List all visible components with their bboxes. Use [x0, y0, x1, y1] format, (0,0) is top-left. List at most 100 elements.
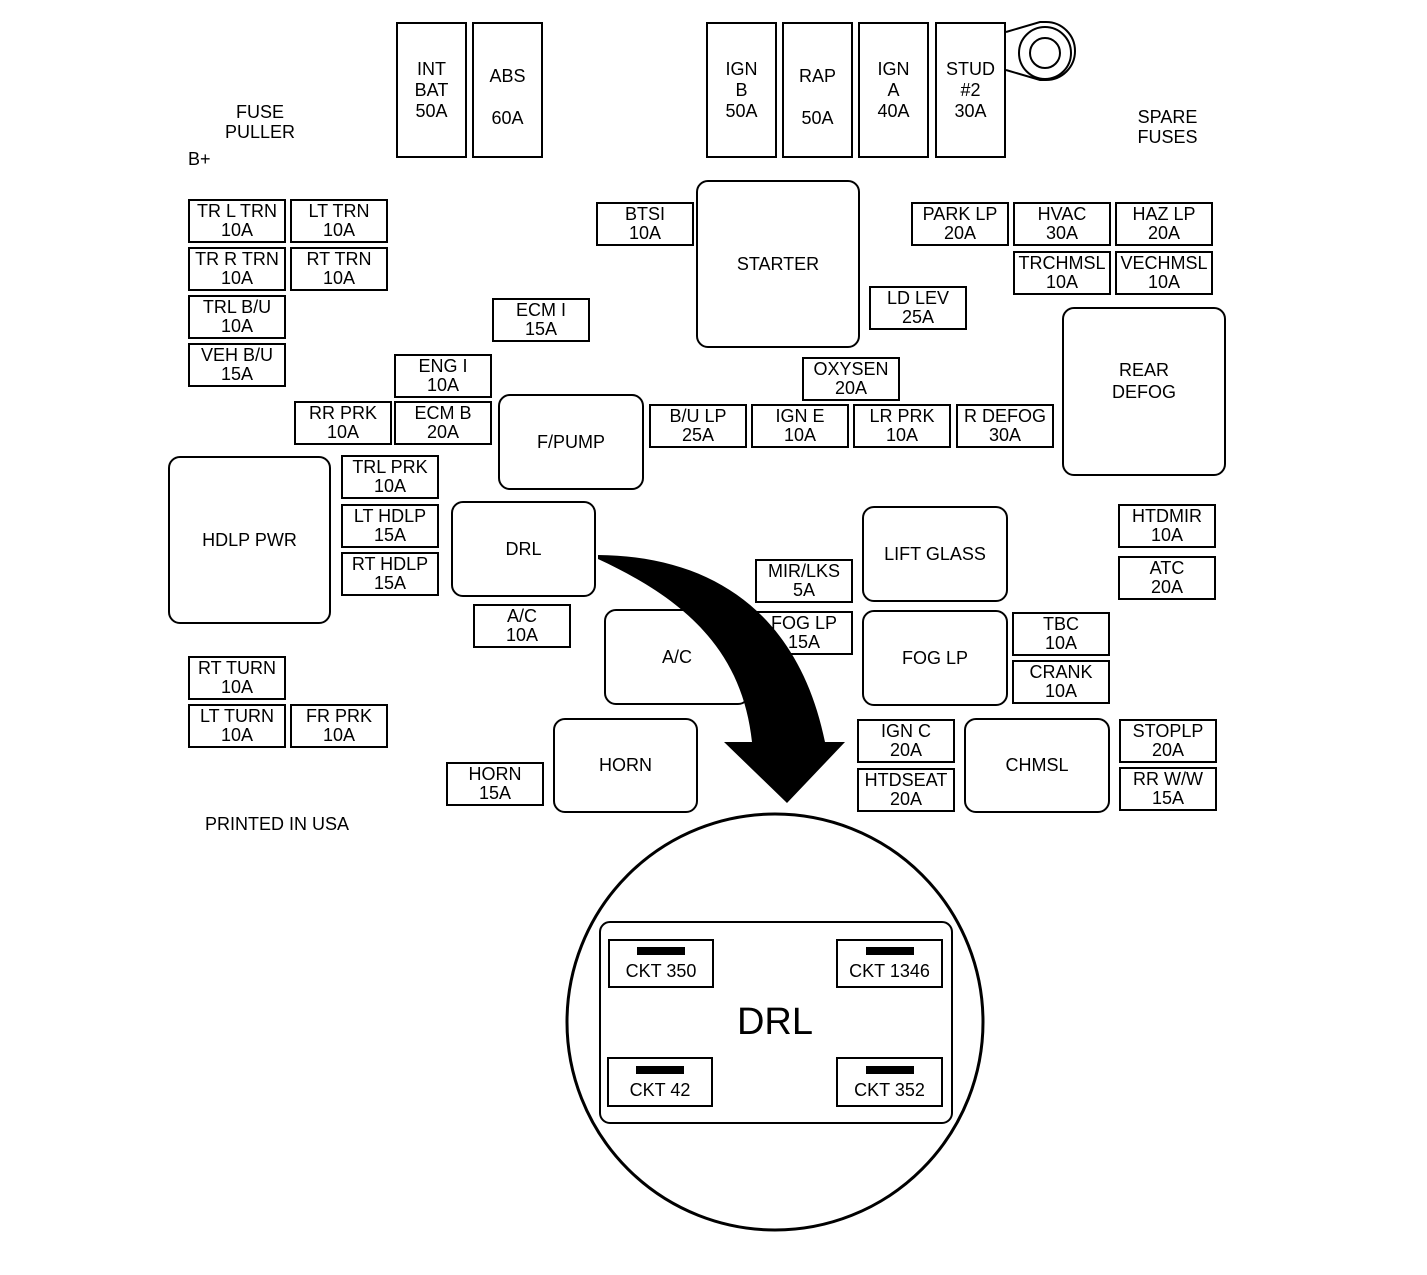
fuse-name: RT TRN	[306, 249, 372, 269]
fuse-rating: 10A	[628, 223, 662, 243]
fuse-name: R DEFOG	[963, 406, 1046, 426]
fuse-rating: 10A	[426, 375, 460, 395]
fuse-rating: 25A	[901, 307, 935, 327]
terminal-pin	[865, 947, 914, 955]
fuse-name: STOPLP	[1132, 721, 1204, 741]
fuse-name: INT BAT	[414, 58, 449, 100]
fuse-name: FR PRK	[305, 706, 372, 726]
relay-name: HDLP PWR	[202, 529, 297, 550]
maxi-fuse-ign-b: IGN B 50A	[706, 22, 777, 158]
fuse-name: MIR/LKS	[767, 561, 841, 581]
fuse-name: A/C	[506, 606, 537, 626]
fuse-name: VECHMSL	[1120, 253, 1208, 273]
relay-drl: DRL	[451, 501, 596, 597]
fuse-name: LR PRK	[869, 406, 935, 426]
fuse-rating: 10A	[220, 220, 254, 240]
terminal-pin	[637, 947, 685, 955]
fuse-name: CRANK	[1029, 662, 1093, 682]
fuse-rating: 50A	[801, 108, 834, 128]
fuse-name: IGN E	[775, 406, 825, 426]
fuse-rating: 10A	[1045, 272, 1079, 292]
fuse-name: IGN C	[880, 721, 931, 741]
maxi-fuse-stud-2: STUD #2 30A	[935, 22, 1006, 158]
b-plus-label: B+	[188, 149, 211, 169]
fuse-name: ATC	[1149, 558, 1185, 578]
fuse-rating: 30A	[988, 425, 1022, 445]
fuse-name: TBC	[1043, 614, 1079, 634]
fuse-name: LT HDLP	[353, 506, 427, 526]
maxi-fuse-ign-a: IGN A 40A	[858, 22, 929, 158]
fuse-name: OXYSEN	[813, 359, 889, 379]
relay-hdlp-pwr: HDLP PWR	[168, 456, 331, 624]
fuse-rating: 10A	[373, 476, 407, 496]
terminal-pin	[865, 1066, 914, 1074]
fuse-name: HVAC	[1037, 204, 1087, 224]
fuse-rating: 15A	[1151, 788, 1185, 808]
detail-relay-outline	[599, 921, 953, 1124]
fuse-name: TRL B/U	[202, 297, 272, 317]
relay-name: LIFT GLASS	[884, 543, 986, 564]
fuse-rating: 20A	[1150, 577, 1184, 597]
fuse-rating: 20A	[889, 789, 923, 809]
fuse-name: LT TURN	[199, 706, 274, 726]
fuse-rating: 20A	[1147, 223, 1181, 243]
fuse-rating: 20A	[1151, 740, 1185, 760]
fuse-rating: 10A	[220, 677, 254, 697]
fuse-name: VEH B/U	[200, 345, 274, 365]
relay-name: A/C	[661, 646, 692, 667]
relay-rear-defog: REAR DEFOG	[1062, 307, 1226, 476]
fuse-rating: 10A	[220, 725, 254, 745]
fuse-rating: 10A	[326, 422, 360, 442]
fuse-rating: 10A	[885, 425, 919, 445]
fuse-name: ECM I	[515, 300, 566, 320]
fuse-rating: 25A	[681, 425, 715, 445]
relay-name: HORN	[599, 755, 652, 775]
fuse-name: HTDMIR	[1132, 506, 1202, 526]
circuit-label: CKT 1346	[849, 961, 930, 981]
fuse-rating: 10A	[322, 220, 356, 240]
spare-fuses-label: SPARE FUSES	[1120, 107, 1215, 147]
circuit-label: CKT 352	[854, 1080, 925, 1100]
relay-fog-lp: FOG LP	[862, 610, 1008, 706]
fuse-rating: 10A	[783, 425, 817, 445]
relay-name: DRL	[505, 538, 542, 559]
fuse-name: IGN A	[877, 58, 910, 100]
relay-horn: HORN	[553, 718, 698, 813]
relay-name: CHMSL	[1005, 755, 1069, 775]
fuse-rating: 15A	[524, 319, 558, 339]
fuse-name: RR PRK	[308, 403, 377, 423]
fuse-name: PARK LP	[922, 204, 998, 224]
fuse-rating: 10A	[220, 268, 254, 288]
fuse-rating: 5A	[792, 580, 816, 600]
fuse-name: HORN	[468, 764, 522, 784]
fuse-name: TRL PRK	[352, 457, 428, 477]
detail-circuit-ckt-1346: CKT 1346	[836, 939, 943, 988]
fuse-name: TR R TRN	[195, 249, 279, 269]
